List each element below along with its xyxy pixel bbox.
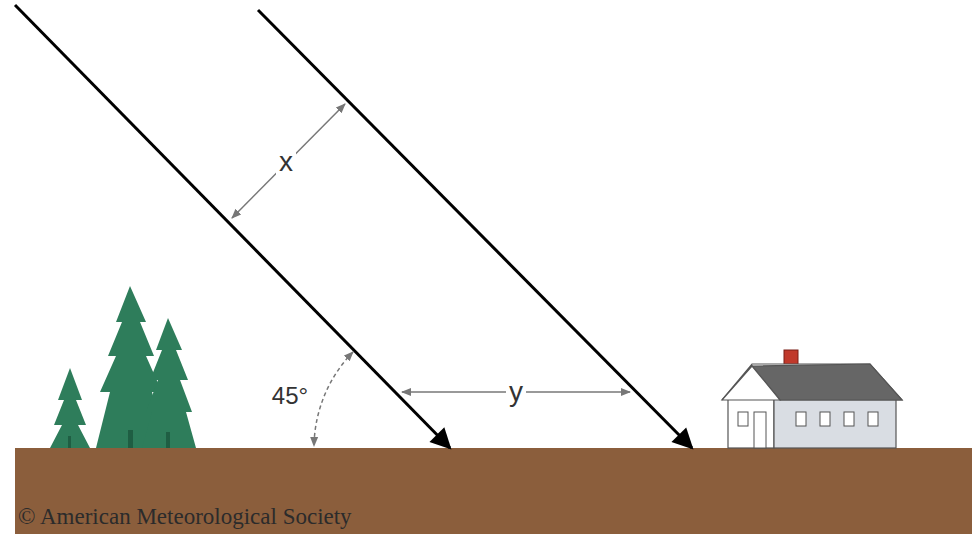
angle-label: 45°	[269, 384, 311, 408]
dimension-label: y	[506, 378, 526, 406]
sun-ray	[258, 10, 692, 448]
dimension-line	[232, 104, 345, 218]
pine-trees	[50, 286, 196, 448]
copyright-notice: © American Meteorological Society	[18, 505, 352, 528]
sun-ray	[15, 5, 450, 448]
house	[722, 350, 902, 448]
ground	[15, 448, 972, 534]
tree-trunks	[68, 430, 170, 448]
angle-arc	[314, 352, 353, 446]
dimension-label: x	[276, 148, 296, 176]
